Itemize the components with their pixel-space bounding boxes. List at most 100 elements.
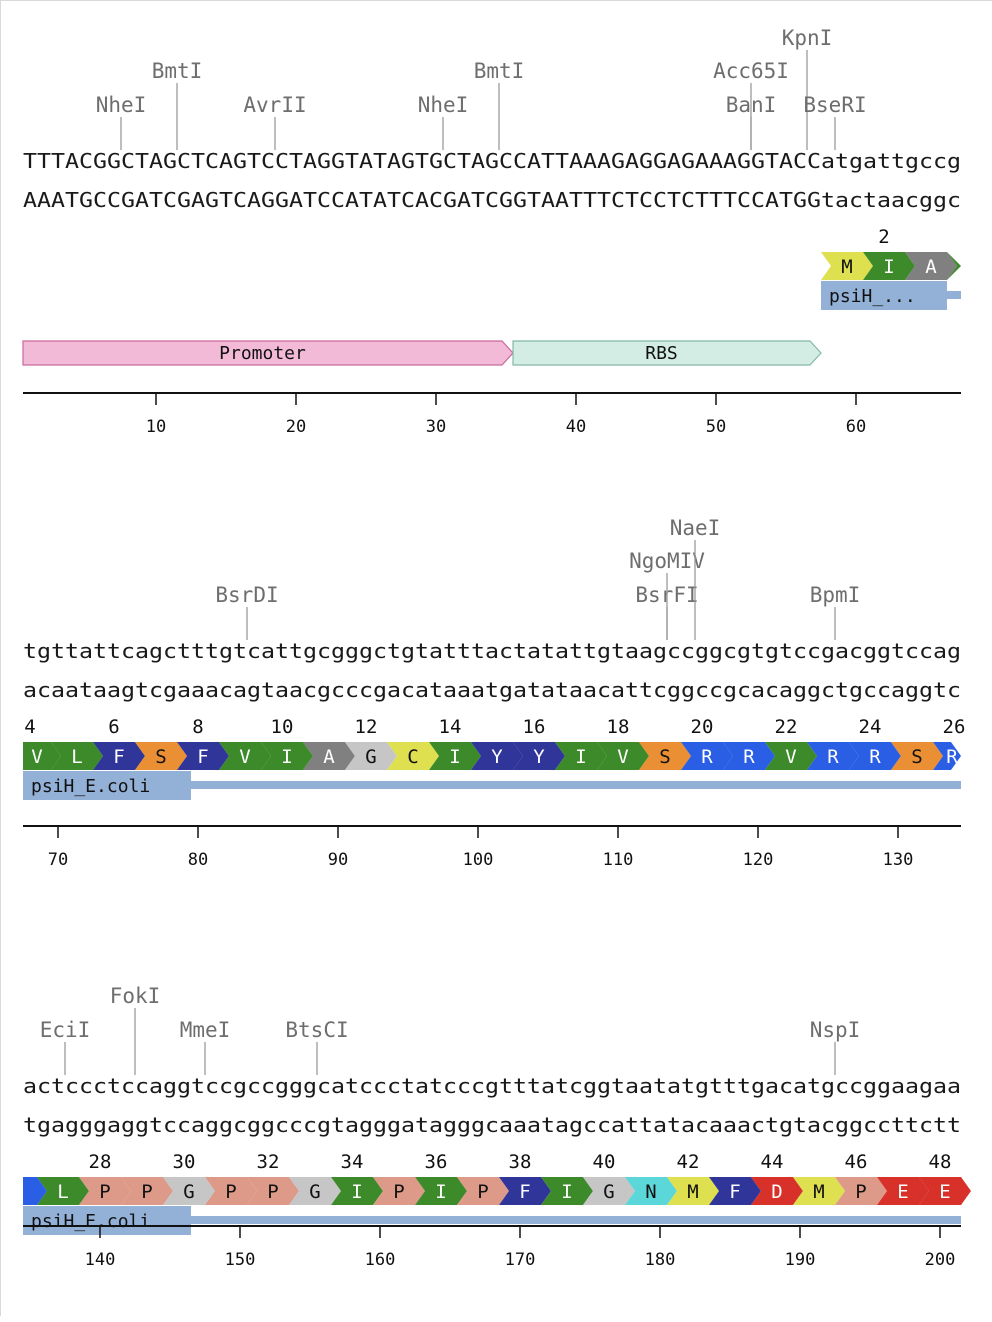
cds-label: psiH_E.coli — [31, 1211, 150, 1232]
axis-tick-label: 90 — [328, 850, 348, 870]
aa-position-number: 30 — [173, 1151, 196, 1173]
amino-acid-letter: R — [701, 746, 713, 768]
amino-acid-letter: R — [743, 746, 755, 768]
aa-position-number: 32 — [257, 1151, 280, 1173]
rbs-feature-label: RBS — [645, 343, 678, 364]
enzyme-label: BseRI — [803, 93, 866, 117]
amino-acid-letter: R — [827, 746, 839, 768]
amino-acid-letter: I — [435, 1181, 446, 1203]
cds-label-box — [23, 771, 191, 800]
axis-tick-label: 190 — [785, 1250, 816, 1270]
amino-acid-letter: A — [925, 256, 937, 278]
amino-acid-chevron — [289, 1177, 341, 1205]
amino-acid-letter: Y — [533, 746, 545, 768]
amino-acid-letter: F — [519, 1181, 530, 1203]
amino-acid-letter: L — [71, 746, 82, 768]
amino-acid-chevron — [79, 1177, 131, 1205]
enzyme-label: NspI — [810, 1018, 861, 1042]
axis-tick-label: 110 — [603, 850, 634, 870]
enzyme-label: NgoMIV — [629, 549, 705, 573]
amino-acid-letter: P — [855, 1181, 866, 1203]
amino-acid-letter: M — [841, 256, 852, 278]
amino-acid-letter: L — [57, 1181, 68, 1203]
aa-position-number: 12 — [355, 716, 378, 738]
amino-acid-chevron — [387, 742, 439, 770]
amino-acid-chevron — [471, 742, 523, 770]
aa-position-number: 8 — [192, 716, 203, 738]
amino-acid-letter: G — [365, 746, 376, 768]
amino-acid-chevron — [807, 742, 859, 770]
amino-acid-chevron — [793, 1177, 845, 1205]
aa-position-number: 2 — [878, 226, 889, 248]
amino-acid-letter: P — [141, 1181, 152, 1203]
amino-acid-letter: G — [309, 1181, 320, 1203]
promoter-feature-label: Promoter — [219, 343, 306, 364]
amino-acid-chevron — [835, 1177, 887, 1205]
axis-tick-label: 60 — [846, 417, 866, 437]
amino-acid-chevron — [709, 1177, 761, 1205]
axis-tick-label: 200 — [925, 1250, 956, 1270]
cds-label: psiH_... — [829, 286, 916, 307]
aa-position-number: 10 — [271, 716, 294, 738]
amino-acid-chevron — [877, 1177, 929, 1205]
amino-acid-letter: E — [897, 1181, 908, 1203]
amino-acid-chevron — [919, 1177, 971, 1205]
aa-position-number: 22 — [775, 716, 798, 738]
amino-acid-chevron — [625, 1177, 677, 1205]
axis-tick-label: 170 — [505, 1250, 536, 1270]
enzyme-label: BtsCI — [285, 1018, 348, 1042]
amino-acid-letter: G — [183, 1181, 194, 1203]
amino-acid-chevron — [751, 1177, 803, 1205]
cds-label-box — [23, 1206, 191, 1235]
axis-tick-label: 100 — [463, 850, 494, 870]
aa-position-number: 4 — [24, 716, 35, 738]
amino-acid-chevron — [219, 742, 271, 770]
axis-tick-label: 120 — [743, 850, 774, 870]
amino-acid-chevron — [583, 1177, 635, 1205]
amino-acid-letter: C — [407, 746, 418, 768]
axis-tick-label: 130 — [883, 850, 914, 870]
amino-acid-chevron — [667, 1177, 719, 1205]
axis-tick-label: 40 — [566, 417, 586, 437]
aa-position-number: 16 — [523, 716, 546, 738]
enzyme-label: NaeI — [670, 516, 721, 540]
amino-acid-chevron — [457, 1177, 509, 1205]
amino-acid-letter: P — [393, 1181, 404, 1203]
amino-acid-letter: F — [729, 1181, 740, 1203]
amino-acid-chevron — [933, 742, 961, 770]
top-strand-sequence: tgttattcagctttgtcattgcgggctgtatttactatat… — [23, 639, 961, 663]
amino-acid-chevron — [765, 742, 817, 770]
aa-position-number: 24 — [859, 716, 882, 738]
aa-position-number: 42 — [677, 1151, 700, 1173]
axis-tick-label: 80 — [188, 850, 208, 870]
amino-acid-letter: A — [323, 746, 335, 768]
amino-acid-chevron — [863, 252, 915, 280]
cds-label: psiH_E.coli — [31, 776, 150, 797]
aa-position-number: 46 — [845, 1151, 868, 1173]
amino-acid-letter: E — [939, 1181, 950, 1203]
enzyme-label: BsrDI — [215, 583, 278, 607]
amino-acid-chevron — [23, 1177, 47, 1205]
aa-position-number: 26 — [943, 716, 966, 738]
enzyme-label: AvrII — [243, 93, 306, 117]
amino-acid-chevron — [261, 742, 313, 770]
amino-acid-letter: F — [197, 746, 208, 768]
axis-tick-label: 160 — [365, 1250, 396, 1270]
amino-acid-chevron — [23, 742, 61, 770]
amino-acid-chevron — [555, 742, 607, 770]
axis-tick-label: 70 — [48, 850, 68, 870]
top-strand-sequence: actccctccaggtccgccgggcatccctatcccgtttatc… — [23, 1074, 961, 1098]
amino-acid-letter: S — [911, 746, 922, 768]
enzyme-label: NheI — [96, 93, 147, 117]
amino-acid-chevron — [163, 1177, 215, 1205]
amino-acid-letter: S — [155, 746, 166, 768]
amino-acid-chevron — [639, 742, 691, 770]
bottom-strand-sequence: acaataagtcgaaacagtaacgcccgacataaatgatata… — [23, 678, 961, 702]
bottom-strand-sequence: AAATGCCGATCGAGTCAGGATCCATATCACGATCGGTAAT… — [23, 188, 961, 212]
amino-acid-chevron — [373, 1177, 425, 1205]
enzyme-label: BpmI — [810, 583, 861, 607]
aa-position-number: 14 — [439, 716, 462, 738]
rbs-feature-arrow — [512, 340, 822, 366]
